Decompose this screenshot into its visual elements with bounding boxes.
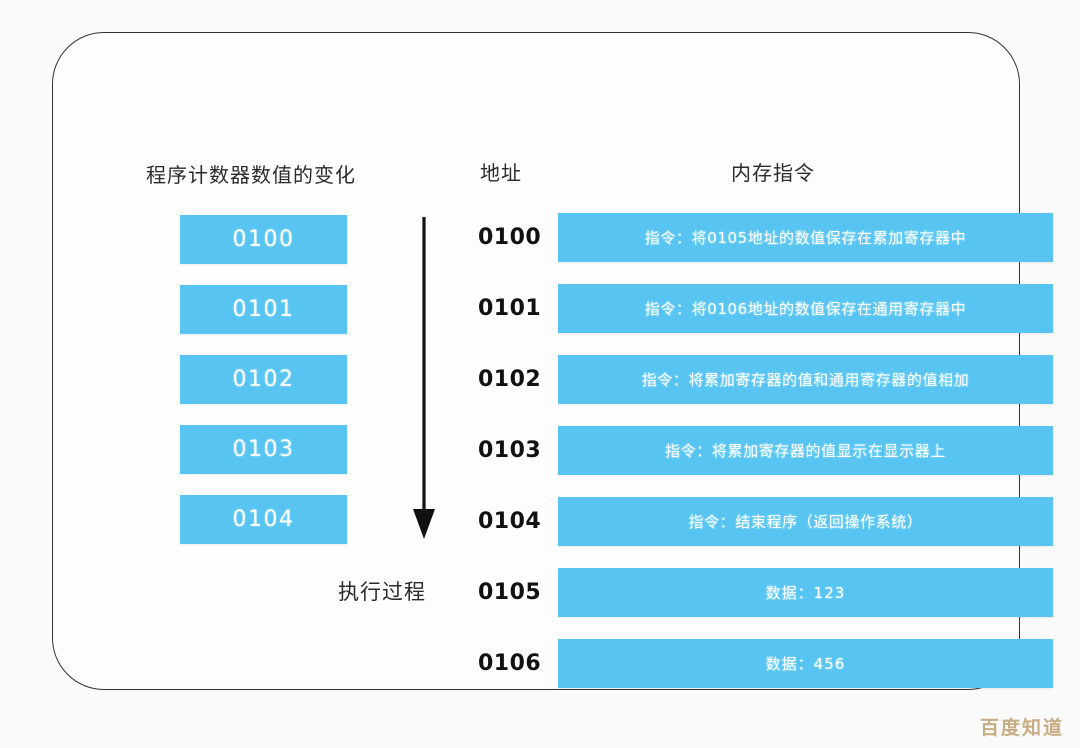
memory-row: 0105 数据：123 [478,568,1053,617]
program-counter-value: 0101 [232,297,295,322]
memory-instruction-text: 指令：将累加寄存器的值和通用寄存器的值相加 [641,371,970,389]
program-counter-box: 0104 [180,495,347,544]
memory-data-text: 数据：456 [765,655,846,673]
memory-instruction-text: 指令：将0105地址的数值保存在累加寄存器中 [644,229,967,247]
diagram-frame: 程序计数器数值的变化 地址 内存指令 0100 0101 0102 0103 0104 … [52,32,1053,690]
memory-cell: 指令：将累加寄存器的值和通用寄存器的值相加 [558,355,1053,404]
memory-data-text: 数据：123 [765,584,846,602]
memory-cell: 指令：结束程序（返回操作系统） [558,497,1053,546]
column-header-memory: 内存指令 [731,161,815,185]
memory-address: 0101 [478,296,542,321]
program-counter-column: 0100 0101 0102 0103 0104 [180,215,347,565]
program-counter-box: 0101 [180,285,347,334]
program-counter-box: 0102 [180,355,347,404]
column-header-address: 地址 [480,161,522,185]
memory-row: 0102 指令：将累加寄存器的值和通用寄存器的值相加 [478,355,1053,404]
column-header-program-counter: 程序计数器数值的变化 [146,163,356,187]
execution-process-label: 执行过程 [338,580,426,604]
memory-cell: 数据：456 [558,639,1053,688]
memory-table: 0100 指令：将0105地址的数值保存在累加寄存器中 0101 指令：将0106地址… [478,213,1053,710]
memory-row: 0104 指令：结束程序（返回操作系统） [478,497,1053,546]
program-counter-value: 0104 [232,507,295,532]
memory-cell: 指令：将0105地址的数值保存在累加寄存器中 [558,213,1053,262]
execution-flow-arrow [413,217,435,539]
memory-row: 0101 指令：将0106地址的数值保存在通用寄存器中 [478,284,1053,333]
program-counter-box: 0100 [180,215,347,264]
memory-row: 0100 指令：将0105地址的数值保存在累加寄存器中 [478,213,1053,262]
memory-row: 0103 指令：将累加寄存器的值显示在显示器上 [478,426,1053,475]
watermark-baidu-zhidao: 百度知道 [979,717,1064,739]
program-counter-value: 0102 [232,367,295,392]
memory-instruction-text: 指令：将累加寄存器的值显示在显示器上 [665,442,946,460]
program-counter-value: 0103 [232,437,295,462]
memory-cell: 指令：将0106地址的数值保存在通用寄存器中 [558,284,1053,333]
memory-cell: 数据：123 [558,568,1053,617]
memory-address: 0100 [478,225,542,250]
memory-cell: 指令：将累加寄存器的值显示在显示器上 [558,426,1053,475]
program-counter-box: 0103 [180,425,347,474]
memory-address: 0105 [478,580,542,605]
memory-instruction-text: 指令：结束程序（返回操作系统） [688,513,923,531]
memory-address: 0106 [478,651,542,676]
memory-row: 0106 数据：456 [478,639,1053,688]
memory-address: 0104 [478,509,542,534]
program-counter-value: 0100 [232,227,295,252]
memory-address: 0103 [478,438,542,463]
memory-address: 0102 [478,367,542,392]
memory-instruction-text: 指令：将0106地址的数值保存在通用寄存器中 [644,300,967,318]
